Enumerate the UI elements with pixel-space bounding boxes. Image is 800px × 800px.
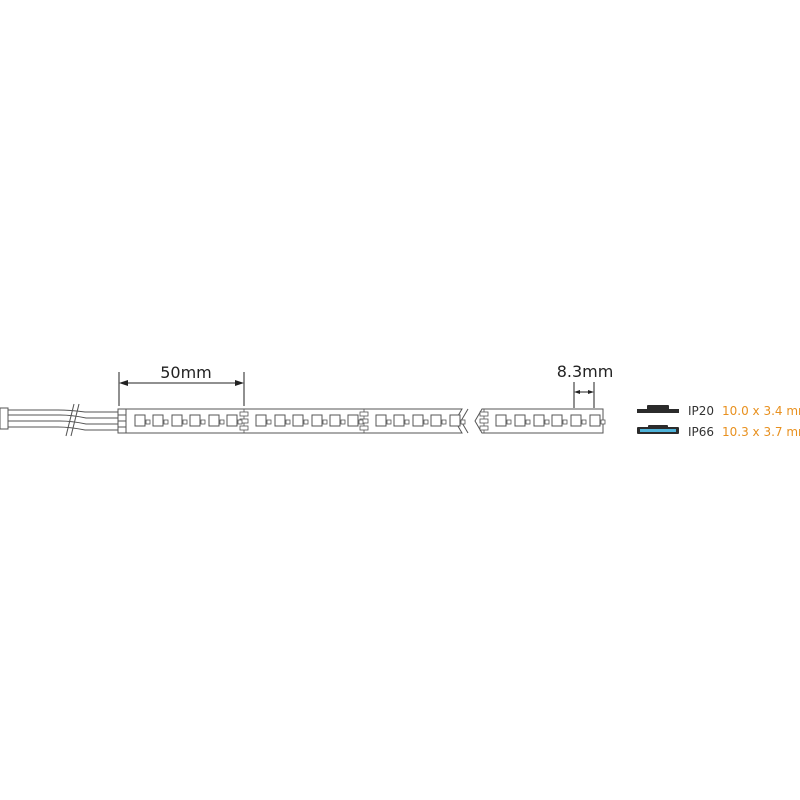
cut-marks xyxy=(239,409,489,433)
led-chip xyxy=(208,414,225,427)
led-chip xyxy=(495,414,512,427)
led-chip xyxy=(189,414,206,427)
led-chip xyxy=(255,414,272,427)
led-chip xyxy=(134,414,151,427)
led-chip xyxy=(171,414,188,427)
wire-break-mark xyxy=(65,403,80,437)
led-chip xyxy=(375,414,392,427)
width-dimension-label: 8.3mm xyxy=(557,362,614,381)
led-chip xyxy=(274,414,291,427)
led-chip xyxy=(430,414,447,427)
led-chip xyxy=(589,414,606,427)
led-chip xyxy=(533,414,550,427)
led-chip xyxy=(514,414,531,427)
cut-mark xyxy=(359,409,369,433)
led-chip xyxy=(311,414,328,427)
pitch-dimension-label: 50mm xyxy=(160,363,212,382)
led-chip xyxy=(347,414,364,427)
ip20-size: 10.0 x 3.4 mm xyxy=(722,404,800,418)
pitch-dimension xyxy=(118,372,245,406)
cut-mark xyxy=(239,409,249,433)
lead-wires xyxy=(0,407,118,431)
led-chip xyxy=(449,414,466,427)
ip20-label: IP20 xyxy=(688,404,714,418)
ip66-label: IP66 xyxy=(688,425,714,439)
ip66-profile-icon xyxy=(637,425,679,434)
led-chip xyxy=(570,414,587,427)
led-chip xyxy=(393,414,410,427)
cut-mark xyxy=(479,409,489,433)
width-dimension xyxy=(573,382,595,408)
led-chips xyxy=(134,414,606,427)
led-chip xyxy=(329,414,346,427)
led-chip xyxy=(412,414,429,427)
led-chip xyxy=(292,414,309,427)
led-chip xyxy=(551,414,568,427)
ip66-size: 10.3 x 3.7 mm xyxy=(722,425,800,439)
led-chip xyxy=(226,414,243,427)
led-chip xyxy=(152,414,169,427)
ip20-profile-icon xyxy=(637,405,679,413)
wire-connector xyxy=(117,408,127,434)
